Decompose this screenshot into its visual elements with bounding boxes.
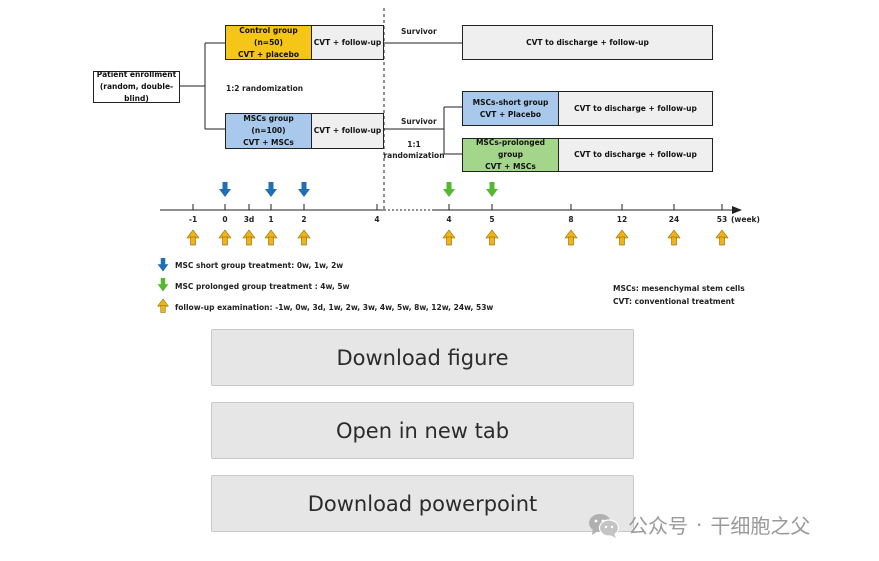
control-discharge-box: CVT to discharge + follow-up — [462, 25, 713, 60]
tick-label: 12 — [616, 215, 628, 224]
prolonged-group-box: MSCs-prolonged group CVT + MSCs — [462, 138, 559, 172]
tick-label: 0 — [222, 215, 228, 224]
control-cvt-followup-box: CVT + follow-up — [311, 25, 384, 60]
short-group-treatment: CVT + Placebo — [479, 109, 542, 119]
prolonged-discharge-box: CVT to discharge + follow-up — [558, 138, 713, 172]
short-discharge-box: CVT to discharge + follow-up — [558, 91, 713, 126]
enrollment-line1: Patient enrollment — [96, 70, 177, 79]
mscs-cvt-followup-label: CVT + follow-up — [313, 126, 382, 135]
short-treatment-arrow-icon — [219, 182, 231, 197]
tick-label: 5 — [489, 215, 495, 224]
abbr-mscs: MSCs: mesenchymal stem cells — [613, 284, 745, 293]
followup-arrow-icon — [564, 229, 578, 246]
followup-arrow-icon — [715, 229, 729, 246]
watermark-account: 干细胞之父 — [710, 514, 811, 538]
legend-prolonged-arrow-icon — [157, 278, 169, 292]
download-figure-button[interactable]: Download figure — [211, 329, 634, 386]
tick-label: -1 — [188, 215, 198, 224]
tick-label: 4 — [446, 215, 452, 224]
legend-short-arrow-icon — [157, 258, 169, 272]
control-cvt-followup-label: CVT + follow-up — [313, 37, 382, 47]
followup-arrow-icon — [297, 229, 311, 246]
tick-label: 1 — [268, 215, 274, 224]
followup-arrow-icon — [442, 229, 456, 246]
mscs-cvt-followup-box: CVT + follow-up — [311, 113, 384, 149]
followup-arrow-icon — [264, 229, 278, 246]
tick-label: 24 — [668, 215, 680, 224]
prolonged-discharge-label: CVT to discharge + follow-up — [574, 150, 697, 159]
tick-label: 3d — [243, 215, 255, 224]
download-powerpoint-button[interactable]: Download powerpoint — [211, 475, 634, 532]
prolonged-treatment-arrow-icon — [486, 182, 498, 197]
followup-arrow-icon — [242, 229, 256, 246]
legend-followup-text: follow-up examination: -1w, 0w, 3d, 1w, … — [175, 303, 494, 312]
enrollment-line2: (random, double-blind) — [99, 82, 174, 103]
wechat-icon — [589, 513, 620, 538]
control-group-title: Control group (n=50) — [239, 25, 298, 47]
followup-arrow-icon — [667, 229, 681, 246]
legend-short-text: MSC short group treatment: 0w, 1w, 2w — [175, 261, 344, 270]
randomization-1to1-ratio: 1:1 — [407, 140, 421, 149]
watermark-separator: · — [696, 512, 703, 537]
tick-label: 8 — [568, 215, 574, 224]
abbr-cvt: CVT: conventional treatment — [613, 297, 735, 306]
followup-arrow-icon — [615, 229, 629, 246]
wechat-watermark: 公众号 · 干细胞之父 — [588, 510, 810, 539]
tick-label: 4 — [374, 215, 380, 224]
followup-arrow-icon — [186, 229, 200, 246]
trial-flow-diagram — [157, 8, 742, 313]
short-discharge-label: CVT to discharge + follow-up — [574, 103, 697, 113]
short-group-title: MSCs-short group — [472, 97, 549, 107]
tick-label: 53 — [716, 215, 728, 224]
tick-label: 2 — [301, 215, 307, 224]
open-in-new-tab-button[interactable]: Open in new tab — [211, 402, 634, 459]
control-discharge-label: CVT to discharge + follow-up — [526, 37, 649, 47]
short-group-box: MSCs-short group CVT + Placebo — [462, 91, 559, 126]
timeline-unit: (week) — [731, 215, 760, 224]
short-treatment-arrow-icon — [265, 182, 277, 197]
followup-arrow-icon — [218, 229, 232, 246]
survivor-label-bottom: Survivor — [401, 117, 437, 126]
prolonged-group-title: MSCs-prolonged group — [475, 138, 546, 159]
watermark-name: 公众号 — [628, 514, 688, 538]
prolonged-treatment-arrow-icon — [443, 182, 455, 197]
enrollment-box: Patient enrollment (random, double-blind… — [93, 70, 180, 103]
randomization-1to1-label: randomization — [383, 151, 445, 160]
mscs-group-box: MSCs group (n=100) CVT + MSCs — [225, 113, 312, 149]
short-treatment-arrow-icon — [298, 182, 310, 197]
legend-followup-arrow-icon — [157, 298, 169, 313]
prolonged-group-treatment: CVT + MSCs — [485, 162, 536, 171]
control-group-box: Control group (n=50) CVT + placebo — [225, 25, 312, 60]
mscs-group-title: MSCs group (n=100) — [243, 114, 294, 135]
followup-arrow-icon — [485, 229, 499, 246]
mscs-group-treatment: CVT + MSCs — [243, 138, 294, 147]
survivor-label-top: Survivor — [401, 27, 437, 36]
randomization-1to2: 1:2 randomization — [226, 84, 304, 93]
legend-prolonged-text: MSC prolonged group treatment : 4w, 5w — [175, 282, 350, 291]
control-group-treatment: CVT + placebo — [238, 49, 299, 59]
